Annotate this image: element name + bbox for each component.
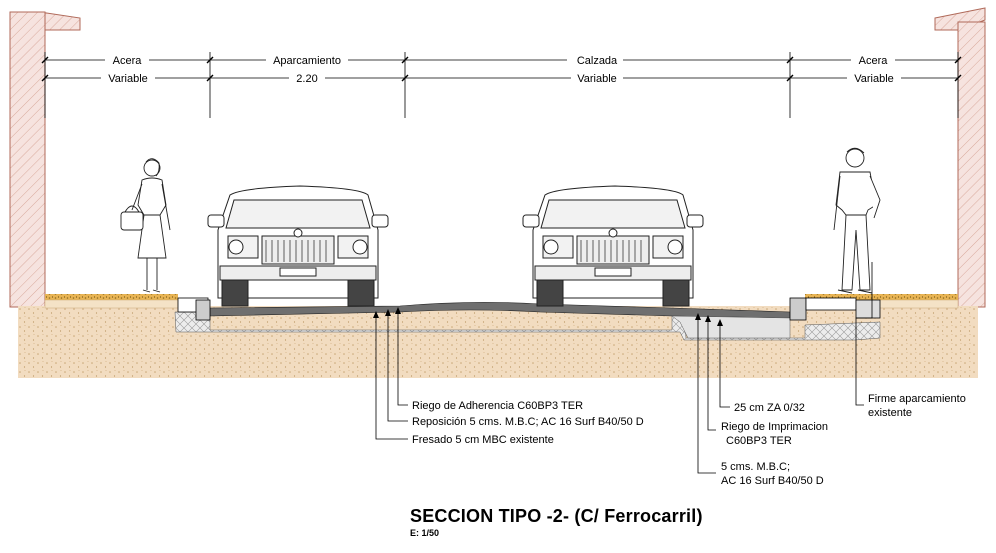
dim-calzada: Calzada [577, 55, 618, 67]
note-firme-line1: Firme aparcamiento [868, 393, 966, 405]
note-riego-imprimacion-line2: C60BP3 TER [726, 435, 792, 447]
right-facade-wall [934, 7, 986, 308]
dim-variable-center: Variable [577, 73, 617, 85]
note-riego-adherencia: Riego de Adherencia C60BP3 TER [412, 400, 583, 412]
dimension-lines [41, 52, 962, 118]
za-base-layer [671, 315, 791, 339]
title-block: SECCION TIPO -2- (C/ Ferrocarril) E: 1/5… [410, 506, 703, 538]
dim-acera-left: Acera [113, 55, 143, 67]
car-right-front-view [522, 185, 704, 307]
layer-annotations: Riego de Adherencia C60BP3 TER Reposició… [412, 393, 966, 487]
soil-layer [18, 306, 978, 378]
pedestrian-woman [120, 158, 171, 293]
note-mbc-line1: 5 cms. M.B.C; [721, 461, 790, 473]
leader-arrowheads [373, 307, 723, 326]
right-curb [789, 297, 881, 321]
note-za: 25 cm ZA 0/32 [734, 402, 805, 414]
parking-subbase [174, 309, 881, 341]
right-sidewalk-surface [805, 294, 958, 300]
dim-acera-right: Acera [859, 55, 889, 67]
drawing-scale: E: 1/50 [410, 528, 440, 538]
dim-aparcamiento: Aparcamiento [273, 55, 341, 67]
note-fresado: Fresado 5 cm MBC existente [412, 434, 554, 446]
note-firme-line2: existente [868, 407, 912, 419]
left-curb [177, 297, 211, 321]
dimension-labels: Acera Aparcamiento Calzada Acera Variabl… [101, 53, 901, 85]
section-title: SECCION TIPO -2- (C/ Ferrocarril) [410, 506, 703, 526]
car-left-front-view [207, 185, 389, 307]
note-riego-imprimacion-line1: Riego de Imprimacion [721, 421, 828, 433]
note-mbc-line2: AC 16 Surf B40/50 D [721, 475, 824, 487]
left-sidewalk-surface [45, 294, 178, 300]
note-reposicion: Reposición 5 cms. M.B.C; AC 16 Surf B40/… [412, 416, 644, 428]
pedestrian-man [833, 147, 881, 294]
left-facade-wall [9, 11, 81, 308]
dim-variable-left: Variable [108, 73, 148, 85]
leader-lines [375, 262, 873, 474]
left-sidewalk-base [44, 299, 179, 309]
dim-2-20: 2.20 [296, 73, 317, 85]
dim-variable-right: Variable [854, 73, 894, 85]
